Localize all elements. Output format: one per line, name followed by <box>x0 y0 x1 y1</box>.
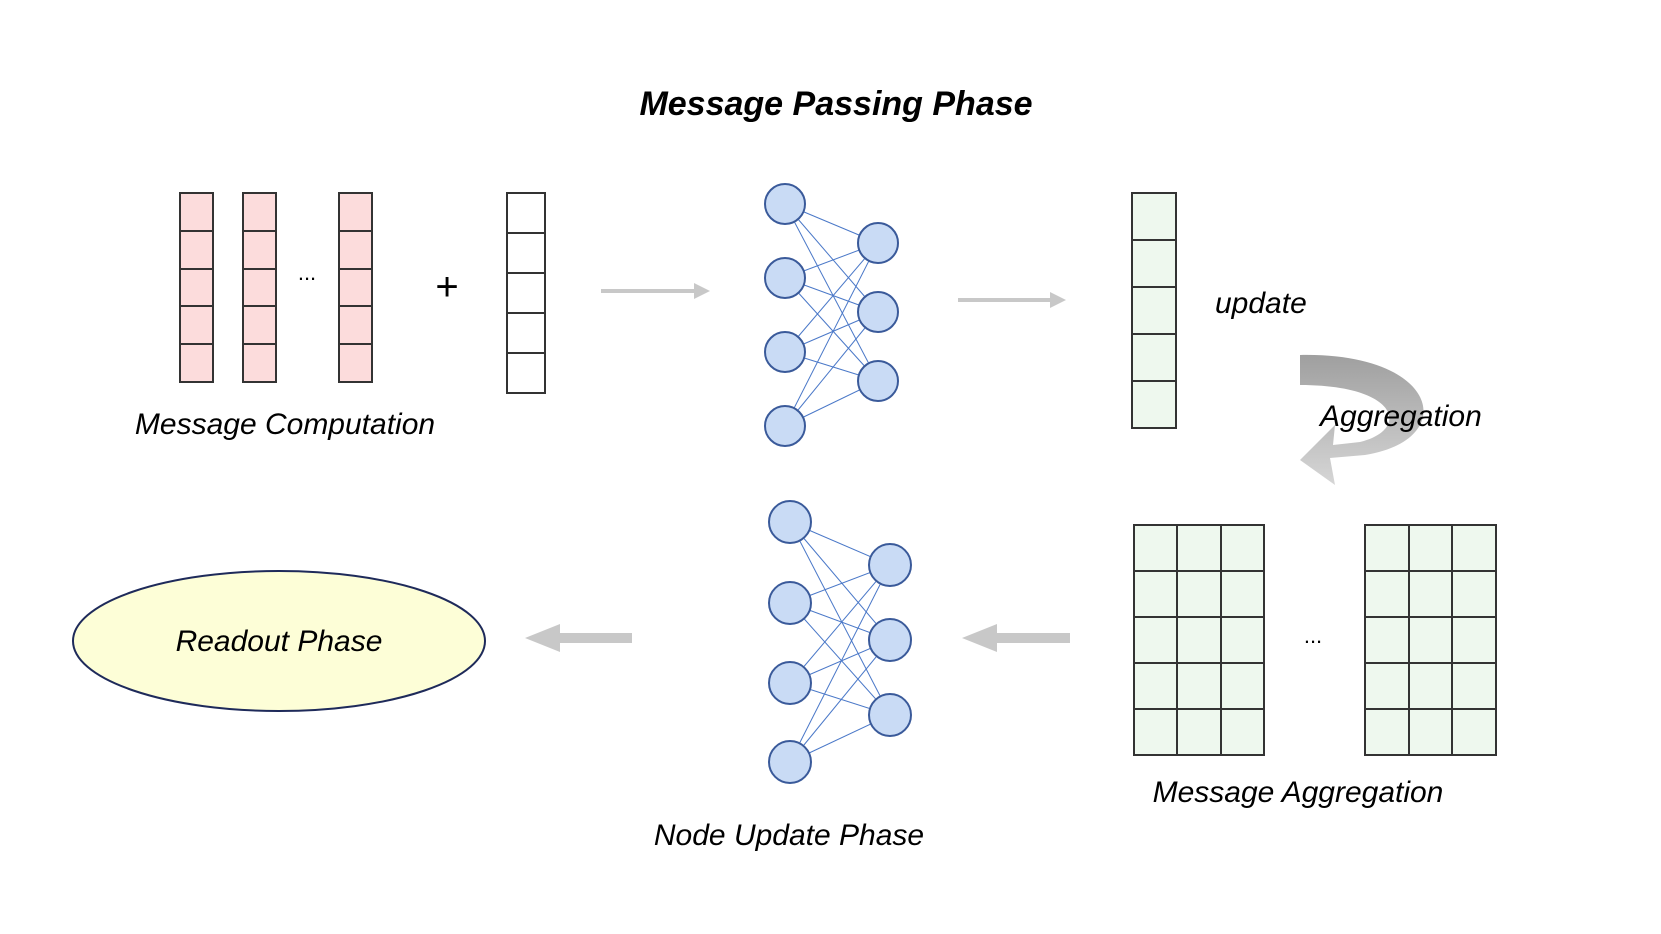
message-network <box>764 183 899 447</box>
neuron <box>868 693 912 737</box>
readout-phase-node <box>72 570 486 712</box>
message-vector <box>179 192 214 383</box>
message-vectors <box>179 192 373 383</box>
neuron <box>764 331 806 373</box>
ellipsis-message-vectors: ... <box>298 260 316 285</box>
arrow-left-2 <box>525 624 632 652</box>
update-network <box>768 500 912 784</box>
aggregation-grids <box>1133 524 1497 756</box>
arrow-left-1 <box>962 624 1070 652</box>
neuron <box>768 581 812 625</box>
aggregation-grid <box>1364 524 1497 756</box>
neuron <box>857 291 899 333</box>
update-label: update <box>1215 287 1307 320</box>
neuron <box>868 618 912 662</box>
neuron <box>857 360 899 402</box>
neuron <box>868 543 912 587</box>
message-vector <box>338 192 373 383</box>
neuron <box>764 257 806 299</box>
arrow-right-1 <box>601 283 710 299</box>
hidden-state-vector <box>506 192 546 394</box>
neuron <box>764 183 806 225</box>
node-update-phase-label: Node Update Phase <box>654 819 924 852</box>
diagram-title: Message Passing Phase <box>639 85 1032 123</box>
readout-phase-label: Readout Phase <box>176 625 383 658</box>
neuron <box>857 222 899 264</box>
neuron <box>764 405 806 447</box>
computed-message-vector <box>1131 192 1177 429</box>
neuron <box>768 661 812 705</box>
neuron <box>768 500 812 544</box>
arrow-right-2 <box>958 292 1066 308</box>
plus-sign: + <box>435 265 458 309</box>
message-aggregation-label: Message Aggregation <box>1153 776 1444 809</box>
aggregation-label: Aggregation <box>1318 400 1482 433</box>
message-computation-label: Message Computation <box>135 408 435 441</box>
curved-aggregation-arrow <box>1300 354 1424 485</box>
neuron <box>768 740 812 784</box>
message-vector <box>242 192 277 383</box>
ellipsis-aggregation-grids: ... <box>1304 623 1322 648</box>
aggregation-grid <box>1133 524 1265 756</box>
